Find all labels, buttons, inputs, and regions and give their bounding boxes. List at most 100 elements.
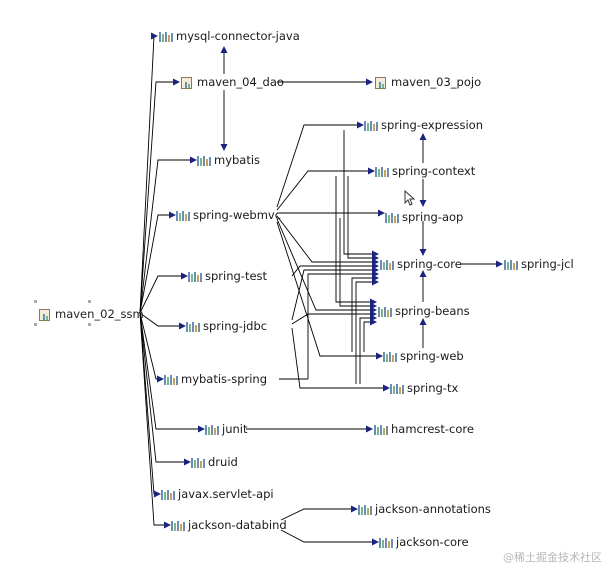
node-maven-04-dao[interactable]: maven_04_dao [180, 75, 284, 89]
node-spring-jdbc[interactable]: spring-jdbc [186, 319, 267, 333]
jar-icon [159, 31, 173, 42]
node-hamcrest-core[interactable]: hamcrest-core [374, 422, 474, 436]
edge-tx-core [355, 278, 379, 384]
node-label: mybatis-spring [181, 372, 268, 386]
edge-webmvc-expression [276, 121, 364, 208]
selection-handle [88, 300, 91, 303]
jar-icon [186, 321, 200, 332]
edge-root-jackson [139, 312, 171, 529]
jar-icon [358, 504, 372, 515]
node-druid[interactable]: druid [191, 455, 238, 469]
edge-jackson-core [280, 529, 379, 546]
node-label: spring-core [397, 257, 462, 271]
edge-root-mybatis [139, 156, 197, 314]
edge-root-jdbc [139, 312, 186, 330]
node-label: javax.servlet-api [178, 487, 274, 501]
edge-context-core [347, 176, 379, 262]
edge-root-mybatis-spring [139, 312, 164, 383]
node-spring-aop[interactable]: spring-aop [385, 210, 463, 224]
edge-context-beans [335, 176, 377, 306]
node-spring-web[interactable]: spring-web [383, 349, 464, 363]
edge-root-mysql [139, 32, 158, 314]
edge-tx-beans [359, 314, 377, 384]
jar-icon [161, 489, 175, 500]
edge-aop-beans [339, 218, 377, 310]
node-mybatis[interactable]: mybatis [197, 153, 260, 167]
edge-jackson-annotations [280, 505, 358, 521]
edge-root-druid [139, 312, 191, 466]
node-spring-tx[interactable]: spring-tx [390, 381, 458, 395]
edge-root-dao [139, 78, 180, 314]
node-label: mybatis [214, 153, 261, 167]
edge-webmvc-beans [276, 218, 377, 314]
node-jackson-databind[interactable]: jackson-databind [171, 518, 287, 532]
node-label: spring-jdbc [203, 319, 268, 333]
node-spring-beans[interactable]: spring-beans [378, 304, 470, 318]
node-label: maven_04_dao [197, 75, 284, 89]
node-spring-test[interactable]: spring-test [188, 269, 267, 283]
node-jackson-annotations[interactable]: jackson-annotations [358, 502, 491, 516]
edge-web-beans [363, 318, 377, 352]
node-spring-jcl[interactable]: spring-jcl [504, 257, 574, 271]
node-spring-expression[interactable]: spring-expression [364, 118, 483, 132]
edge-test-core [291, 262, 379, 277]
edge-root-servlet [139, 312, 161, 498]
edge-jdbc-core [291, 266, 379, 321]
edge-jdbc-beans [291, 310, 377, 325]
node-jackson-core[interactable]: jackson-core [379, 535, 469, 549]
node-label: jackson-annotations [375, 502, 491, 516]
jar-icon [375, 166, 389, 177]
node-label: maven_02_ssm [55, 307, 144, 321]
jar-icon [390, 383, 404, 394]
jar-icon [385, 212, 399, 223]
node-spring-context[interactable]: spring-context [375, 164, 475, 178]
edge-web-core [351, 274, 379, 352]
node-label: spring-test [205, 269, 268, 283]
node-label: mysql-connector-java [176, 29, 300, 43]
edge-jdbc-tx [291, 327, 390, 392]
node-label: spring-beans [395, 304, 470, 318]
jar-icon [164, 374, 178, 385]
jar-icon [171, 520, 185, 531]
jar-icon [176, 210, 190, 221]
selection-handle [88, 323, 91, 326]
node-label: jackson-databind [188, 518, 287, 532]
maven-module-icon [374, 76, 388, 89]
node-maven-02-ssm[interactable]: maven_02_ssm [34, 300, 144, 326]
maven-module-icon [38, 308, 52, 321]
node-maven-03-pojo[interactable]: maven_03_pojo [374, 75, 481, 89]
node-label: spring-expression [381, 118, 483, 132]
node-label: maven_03_pojo [391, 75, 482, 89]
jar-icon [379, 537, 393, 548]
jar-icon [504, 259, 518, 270]
dependency-edges [139, 32, 503, 546]
edge-webmvc-core [276, 215, 379, 266]
edge-root-test [139, 272, 188, 314]
node-label: spring-webmvc [193, 208, 282, 222]
jar-icon [364, 120, 378, 131]
node-label: spring-context [392, 164, 476, 178]
mouse-cursor-icon [404, 190, 416, 206]
node-spring-webmvc[interactable]: spring-webmvc [176, 208, 281, 222]
watermark: @稀土掘金技术社区 [503, 551, 602, 564]
jar-icon [374, 424, 388, 435]
jar-icon [205, 424, 219, 435]
node-label: spring-tx [407, 381, 459, 395]
edge-root-junit [139, 312, 205, 433]
node-junit[interactable]: junit [205, 422, 247, 436]
node-label: spring-jcl [521, 257, 574, 271]
node-label: druid [208, 455, 238, 469]
node-mysql-connector-java[interactable]: mysql-connector-java [159, 29, 300, 43]
node-javax-servlet-api[interactable]: javax.servlet-api [161, 487, 274, 501]
edge-root-webmvc [139, 211, 176, 314]
selection-handle [34, 323, 37, 326]
node-mybatis-spring[interactable]: mybatis-spring [164, 372, 267, 386]
jar-icon [197, 155, 211, 166]
jar-icon [383, 351, 397, 362]
node-spring-core[interactable]: spring-core [380, 257, 462, 271]
edge-webmvc-context [276, 167, 375, 211]
selection-handle [34, 300, 37, 303]
edge-webmvc-web [276, 221, 383, 360]
jar-icon [378, 306, 392, 317]
node-label: jackson-core [396, 535, 469, 549]
